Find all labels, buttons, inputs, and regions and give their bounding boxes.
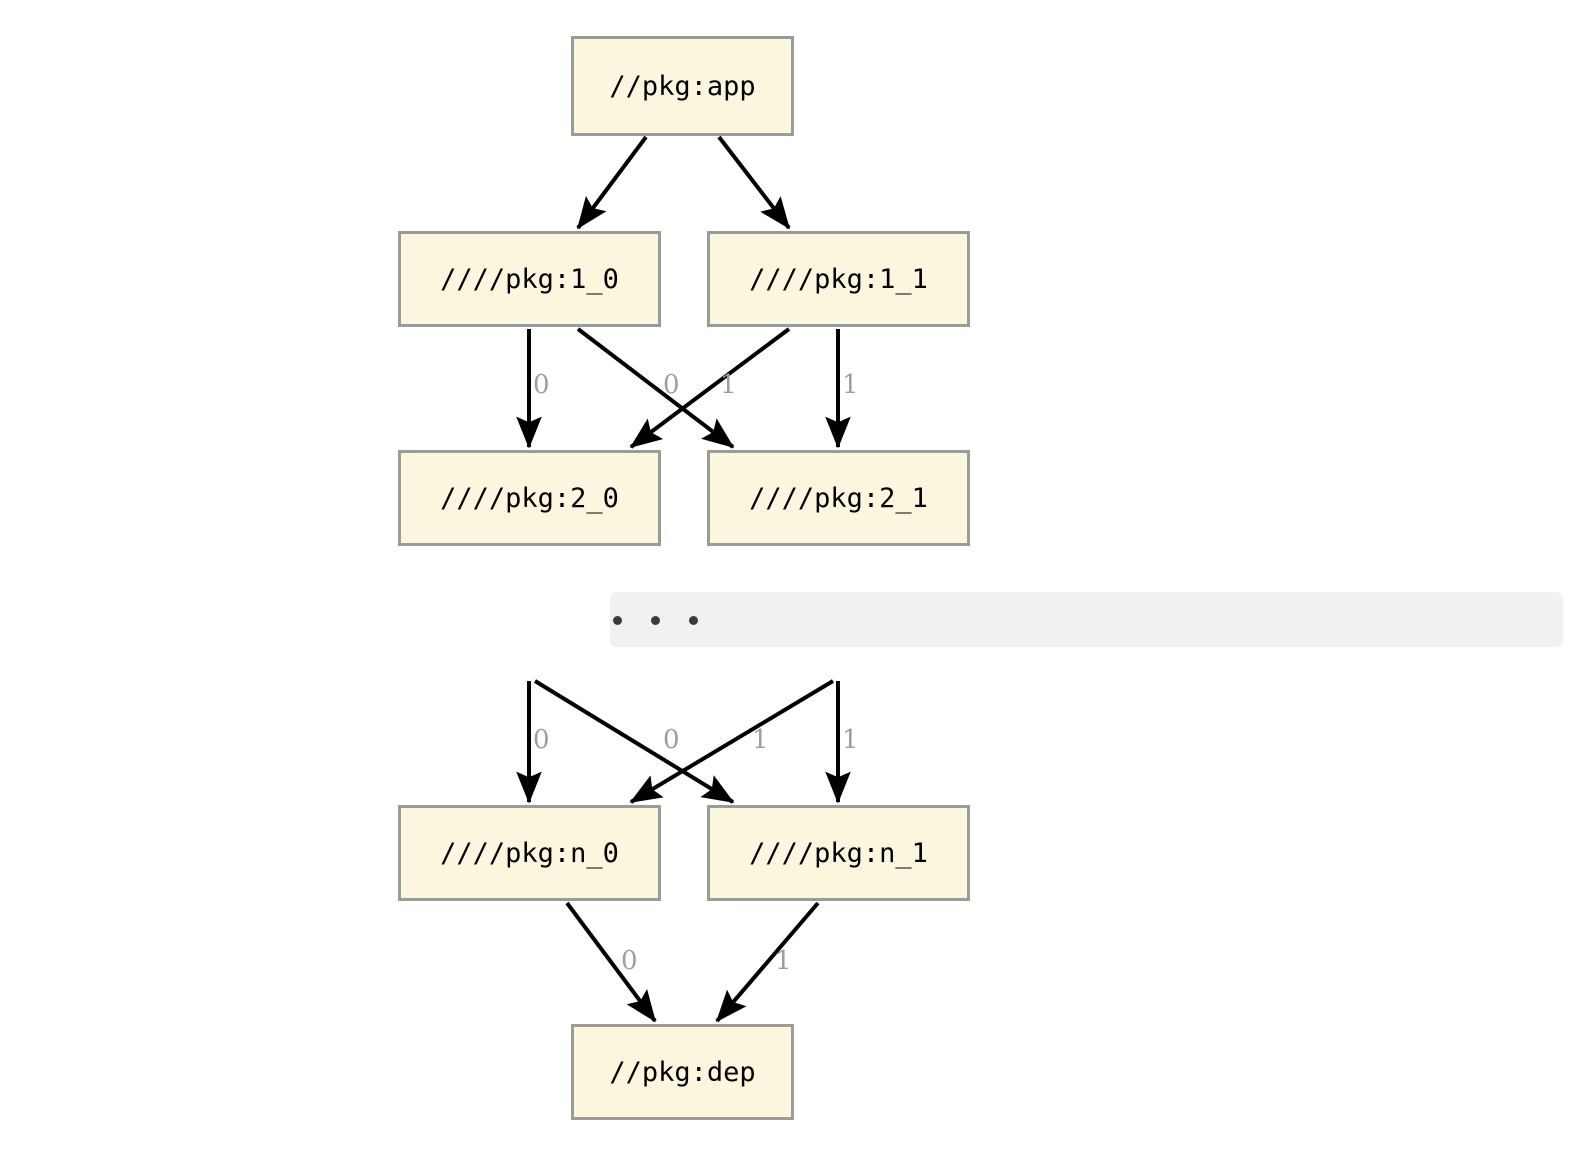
edge-label-e-dots2-n_0: 1 (752, 725, 769, 755)
graph-edge-e-n_1-dep (715, 901, 820, 1023)
edge-label-e-1_1-2_1: 1 (842, 370, 859, 400)
edge-label-e-dots-n_1: 0 (663, 725, 680, 755)
edge-label-e-n_1-dep: 1 (775, 946, 792, 976)
graph-edge-e-1_1-2_0 (629, 327, 791, 449)
ellipsis-band (610, 592, 1563, 647)
edge-label-e-1_0-2_1: 0 (663, 370, 680, 400)
graph-node-label: ////pkg:1_0 (440, 263, 619, 295)
graph-edge-e-dots2-n_0 (629, 679, 835, 804)
graph-node-l2_1[interactable]: ////pkg:2_1 (707, 450, 970, 546)
graph-edge-e-app-1_0 (576, 135, 648, 230)
edge-label-e-dots2-n_1: 1 (842, 725, 859, 755)
graph-node-label: ////pkg:n_1 (749, 837, 928, 869)
edge-layer (516, 135, 851, 1023)
graph-node-l1_0[interactable]: ////pkg:1_0 (398, 231, 661, 327)
ellipsis-dot (651, 616, 660, 625)
edge-label-e-dots-n_0: 0 (533, 725, 550, 755)
graph-node-label: //pkg:app (609, 70, 756, 102)
ellipsis-dot (689, 616, 698, 625)
edge-label-e-1_1-2_0: 1 (720, 370, 737, 400)
ellipsis-dots (613, 616, 698, 625)
graph-edge-e-app-1_1 (717, 135, 791, 230)
graph-edge-e-dots-n_1 (533, 679, 735, 804)
graph-node-label: //pkg:dep (609, 1056, 756, 1088)
graph-edge-e-1_0-2_1 (576, 327, 735, 449)
graph-edge-e-n_0-dep (565, 901, 657, 1023)
graph-node-l2_0[interactable]: ////pkg:2_0 (398, 450, 661, 546)
graph-node-ln_1[interactable]: ////pkg:n_1 (707, 805, 970, 901)
graph-node-l1_1[interactable]: ////pkg:1_1 (707, 231, 970, 327)
graph-node-label: ////pkg:2_0 (440, 482, 619, 514)
graph-node-label: ////pkg:n_0 (440, 837, 619, 869)
graph-node-label: ////pkg:1_1 (749, 263, 928, 295)
graph-node-app[interactable]: //pkg:app (571, 36, 794, 136)
edge-label-e-n_0-dep: 0 (621, 946, 638, 976)
edge-label-e-1_0-2_0: 0 (533, 370, 550, 400)
graph-node-dep[interactable]: //pkg:dep (571, 1024, 794, 1120)
ellipsis-dot (613, 616, 622, 625)
graph-node-label: ////pkg:2_1 (749, 482, 928, 514)
graph-node-ln_0[interactable]: ////pkg:n_0 (398, 805, 661, 901)
